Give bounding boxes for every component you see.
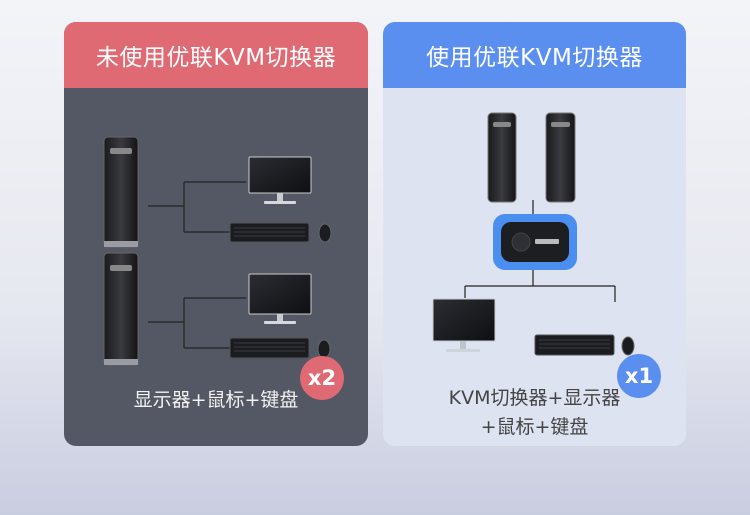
with-kvm-title: 使用优联KVM切换器	[383, 22, 686, 88]
with-kvm-caption-line1: KVM切换器+显示器	[448, 387, 621, 409]
pc-tower-icon	[545, 112, 576, 203]
keyboard-icon	[534, 334, 615, 356]
with-kvm-caption-line2: +鼠标+键盘	[480, 416, 589, 438]
keyboard-icon	[229, 337, 310, 359]
kvm-switch-icon	[493, 214, 577, 270]
connection-lines	[464, 200, 616, 302]
mouse-icon	[621, 336, 635, 356]
mouse-icon	[318, 223, 332, 243]
quantity-badge: x1	[617, 354, 661, 398]
quantity-badge: x2	[300, 356, 344, 400]
pc-tower-icon	[103, 136, 139, 248]
connection-lines	[148, 181, 246, 233]
keyboard-icon	[229, 222, 310, 243]
connection-lines	[148, 297, 246, 349]
with-kvm-caption: KVM切换器+显示器 +鼠标+键盘	[383, 384, 686, 442]
monitor-icon	[248, 156, 312, 204]
without-kvm-diagram	[103, 136, 332, 366]
pc-tower-icon	[103, 252, 139, 366]
with-kvm-diagram	[432, 112, 635, 356]
monitor-icon	[432, 298, 496, 352]
without-kvm-title: 未使用优联KVM切换器	[64, 22, 368, 88]
pc-tower-icon	[487, 112, 517, 203]
without-kvm-panel: 未使用优联KVM切换器	[64, 22, 368, 446]
monitor-icon	[248, 273, 312, 324]
without-kvm-caption: 显示器+鼠标+键盘	[133, 389, 299, 411]
with-kvm-panel: 使用优联KVM切换器 x1	[383, 22, 686, 446]
